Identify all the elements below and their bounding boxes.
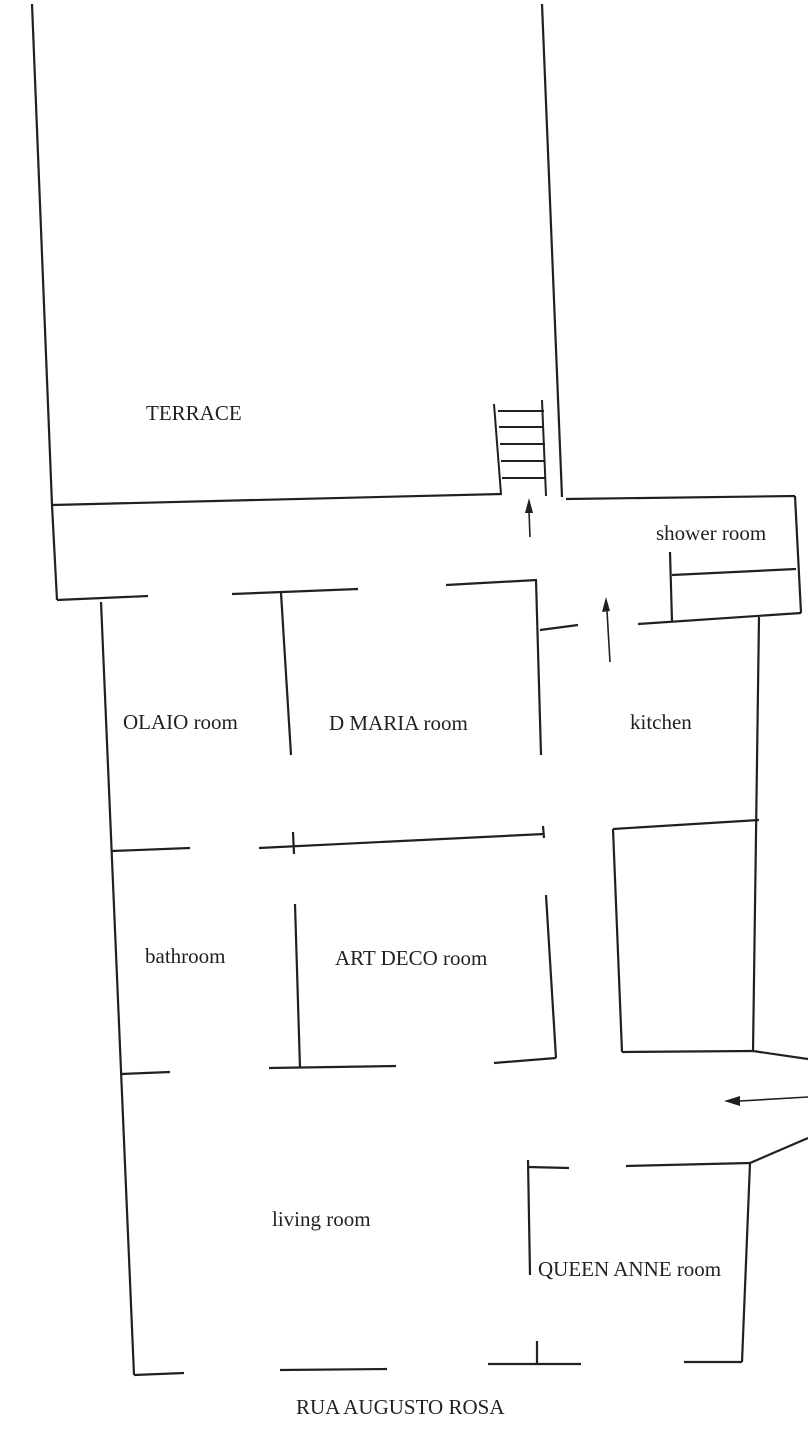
middle-room-walls <box>120 894 558 1076</box>
upper-room-walls <box>99 579 761 1376</box>
arrow-entrance <box>724 1096 808 1106</box>
arrow-corridor <box>602 597 611 663</box>
street-label: RUA AUGUSTO ROSA <box>296 1395 505 1419</box>
middle-walls <box>111 825 546 855</box>
arrow-to-terrace <box>525 498 533 538</box>
pantry-walls <box>611 818 760 1054</box>
shower-room-walls <box>668 551 797 623</box>
art-deco-room-label: ART DECO room <box>335 946 487 970</box>
staircase <box>493 399 547 497</box>
kitchen-label: kitchen <box>630 710 692 734</box>
living-room-label: living room <box>272 1207 371 1231</box>
front-wall <box>133 1341 742 1377</box>
d-maria-room-label: D MARIA room <box>329 711 468 735</box>
entrance-walls <box>749 1049 808 1165</box>
corridor-walls <box>50 495 803 632</box>
bathroom-label: bathroom <box>145 944 225 968</box>
terrace-label: TERRACE <box>146 401 242 425</box>
olaio-room-label: OLAIO room <box>123 710 238 734</box>
shower-room-label: shower room <box>656 521 766 545</box>
terrace-walls <box>30 3 796 507</box>
queen-anne-room-label: QUEEN ANNE room <box>538 1257 721 1281</box>
queen-anne-walls <box>526 1159 752 1363</box>
